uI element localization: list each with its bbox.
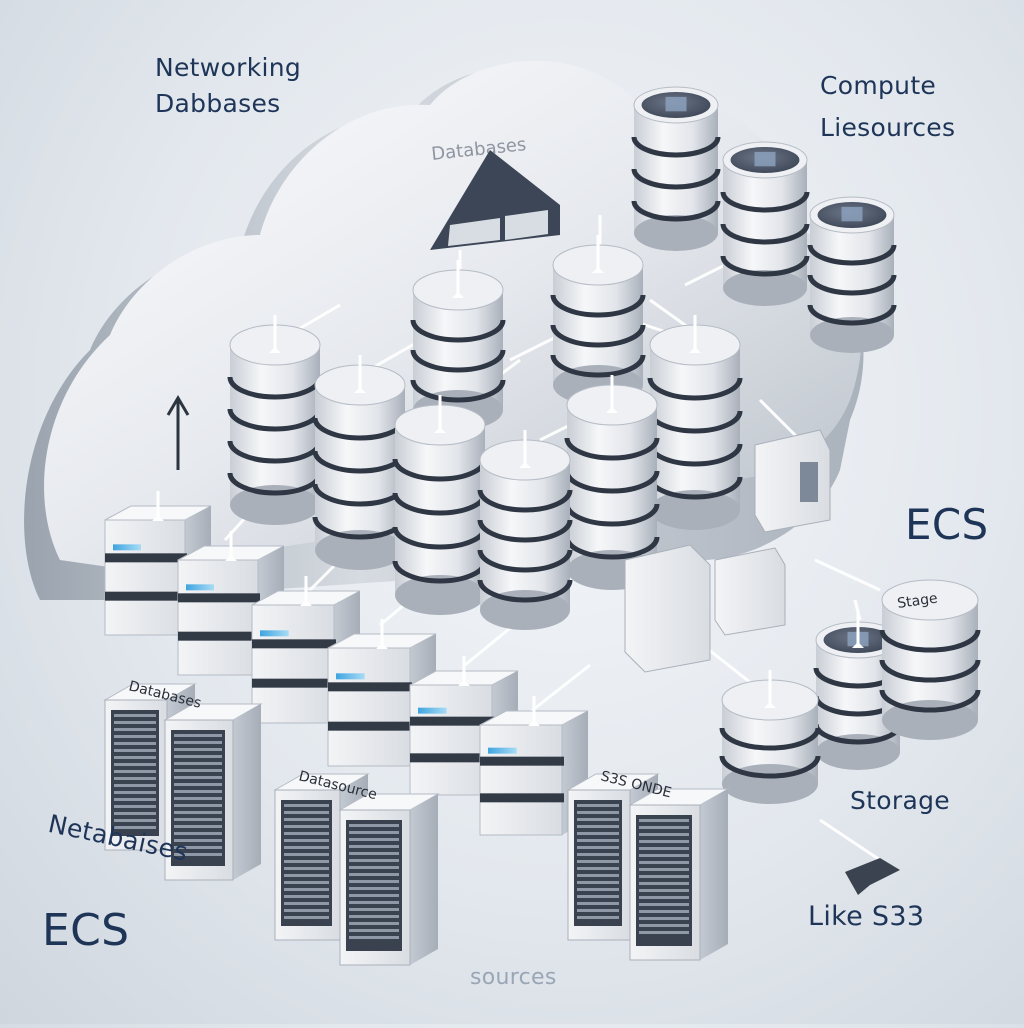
db-stack-e <box>647 315 743 530</box>
storage-stack-2 <box>879 579 981 740</box>
compute-stack-1 <box>631 86 721 251</box>
compute-stack-3 <box>807 196 897 353</box>
arrow-marker-icon <box>845 858 900 895</box>
storage-stack-1 <box>813 610 903 770</box>
label-sources: sources <box>470 965 557 990</box>
label-ecs-left: ECS <box>42 905 130 956</box>
rack-server-2 <box>163 703 263 881</box>
mid-cube-cluster <box>624 429 831 673</box>
server-cubes <box>104 491 589 836</box>
db-stack-d <box>312 355 408 570</box>
label-dabbases: Dabbases <box>155 89 281 118</box>
server-cube-6 <box>479 696 589 836</box>
db-stack-f <box>392 395 488 615</box>
database-stacks <box>227 86 981 804</box>
db-stack-a <box>410 260 506 430</box>
label-compute: Compute <box>820 71 937 100</box>
server-cube-4 <box>327 619 437 767</box>
db-stack-h <box>477 430 573 630</box>
compute-stack-2 <box>720 141 810 306</box>
storage-stack-3 <box>719 670 821 804</box>
cloud-logo-icon <box>430 150 560 250</box>
label-networking: Networking <box>155 53 302 82</box>
rack-server-4 <box>338 793 440 966</box>
label-storage: Storage <box>850 786 950 815</box>
rack-servers <box>103 683 730 966</box>
db-stack-b <box>550 235 646 405</box>
label-like-s3: Like S33 <box>808 901 925 932</box>
rack-server-6 <box>628 788 730 961</box>
rack-server-3 <box>273 773 370 941</box>
label-ecs-right: ECS <box>905 500 989 549</box>
up-arrow-icon <box>166 395 190 470</box>
db-stack-c <box>227 315 323 525</box>
right-stack-stencil: Stage <box>896 590 938 611</box>
label-liesources: Liesources <box>820 113 956 142</box>
rack-server-5 <box>566 773 660 941</box>
